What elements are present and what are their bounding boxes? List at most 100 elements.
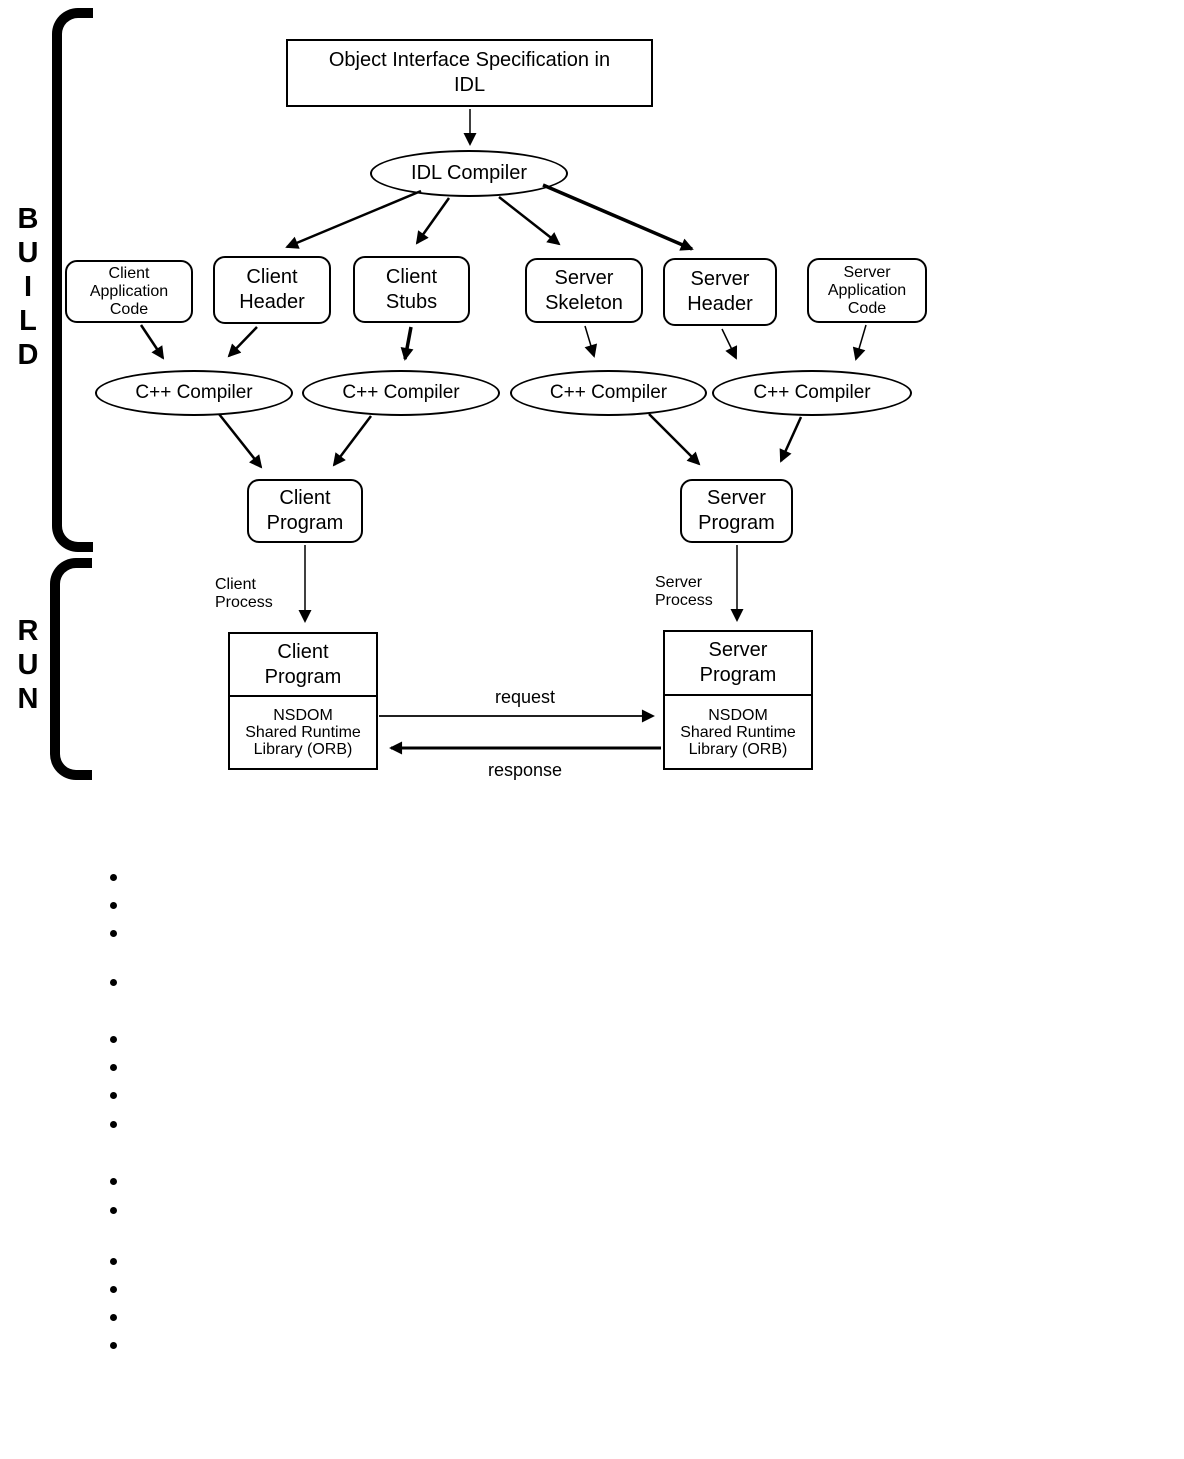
arrow-idl-to-server-header — [542, 183, 694, 251]
node-line: Server — [707, 487, 766, 509]
arrow-client-header-to-cpp1 — [227, 326, 258, 358]
arrow-server-skeleton-to-cpp3 — [584, 325, 598, 358]
client-runtime-title: Client Program — [230, 634, 376, 697]
bullet-dot — [110, 1207, 117, 1214]
node-line: Server — [554, 266, 614, 289]
server-process-label: Server Process — [655, 574, 713, 609]
label-line: Server — [655, 574, 703, 591]
idl-spec-line: IDL — [453, 74, 486, 96]
run-phase-bracket — [50, 558, 92, 780]
node-line: NSDOM — [708, 706, 768, 724]
node-line: Code — [109, 300, 149, 318]
cpp-compiler-ellipse-3: C++ Compiler — [510, 370, 707, 416]
node-line: Header — [687, 293, 753, 315]
label-line: Client — [215, 576, 256, 593]
server-runtime-box: Server Program NSDOM Shared Runtime Libr… — [663, 630, 813, 770]
client-header-box: Client Header — [213, 256, 331, 324]
server-application-code-box: Server Application Code — [807, 258, 927, 323]
client-program-build-box: Client Program — [247, 479, 363, 543]
node-line: Program — [698, 512, 775, 534]
arrow-cpp1-to-client-program — [218, 413, 263, 469]
bullet-dot — [110, 1064, 117, 1071]
node-line: Server — [690, 268, 750, 290]
node-line: Application — [827, 281, 907, 299]
node-line: Skeleton — [545, 291, 623, 314]
bullet-dot — [110, 1342, 117, 1349]
node-line: Server — [843, 263, 891, 281]
node-line: Code — [847, 299, 887, 317]
idl-compiler-ellipse: IDL Compiler — [370, 150, 568, 197]
server-program-build-box: Server Program — [680, 479, 793, 543]
bullet-dot — [110, 1314, 117, 1321]
run-letter: R — [17, 615, 39, 647]
bullet-dot — [110, 1286, 117, 1293]
server-orb-section: NSDOM Shared Runtime Library (ORB) — [665, 696, 811, 768]
node-line: Application — [89, 282, 169, 300]
arrow-cpp2-to-client-program — [332, 415, 372, 467]
bullet-dot — [110, 979, 117, 986]
build-letter: I — [23, 271, 33, 303]
cpp-compiler-ellipse-1: C++ Compiler — [95, 370, 293, 416]
idl-spec-box: Object Interface Specification in IDL — [286, 39, 653, 107]
arrow-idl-to-client-header — [285, 189, 422, 249]
cpp-compiler-ellipse-2: C++ Compiler — [302, 370, 500, 416]
node-line: Library (ORB) — [688, 740, 788, 758]
cpp-compiler-ellipse-4: C++ Compiler — [712, 370, 912, 416]
bullet-dot — [110, 1258, 117, 1265]
node-line: Client — [108, 264, 150, 282]
bullet-dot — [110, 902, 117, 909]
bullet-dot — [110, 1092, 117, 1099]
label-line: Process — [215, 593, 273, 611]
build-letter: L — [19, 305, 37, 337]
client-stubs-box: Client Stubs — [353, 256, 470, 323]
build-letter: U — [17, 237, 39, 269]
arrow-client-app-to-cpp1 — [139, 324, 165, 360]
arrow-client-stubs-to-cpp2 — [400, 326, 414, 361]
build-letter: B — [17, 203, 39, 235]
run-phase-label: R U N — [11, 614, 45, 716]
cpp-compiler-label: C++ Compiler — [135, 382, 253, 403]
node-line: Stubs — [385, 290, 438, 313]
node-line: Client — [385, 265, 438, 288]
node-line: Program — [264, 665, 342, 688]
client-orb-section: NSDOM Shared Runtime Library (ORB) — [230, 697, 376, 768]
build-phase-label: B U I L D — [11, 202, 45, 372]
cpp-compiler-label: C++ Compiler — [753, 382, 871, 403]
node-line: Client — [279, 487, 331, 509]
cpp-compiler-label: C++ Compiler — [549, 382, 668, 403]
arrow-server-app-to-cpp4 — [852, 324, 867, 361]
server-skeleton-box: Server Skeleton — [525, 258, 643, 323]
arrow-server-header-to-cpp4 — [721, 328, 738, 360]
client-application-code-box: Client Application Code — [65, 260, 193, 323]
cpp-compiler-label: C++ Compiler — [342, 382, 460, 403]
arrow-cpp3-to-server-program — [648, 413, 701, 466]
server-header-box: Server Header — [663, 258, 777, 326]
bullet-dot — [110, 1036, 117, 1043]
server-runtime-title: Server Program — [665, 632, 811, 696]
node-line: Library (ORB) — [253, 741, 353, 758]
node-line: Shared Runtime — [680, 723, 796, 741]
node-line: Server — [708, 639, 768, 661]
node-line: Shared Runtime — [245, 724, 361, 741]
run-letter: N — [17, 683, 39, 715]
node-line: Client — [277, 640, 329, 663]
node-line: Program — [266, 512, 344, 534]
label-line: Process — [655, 591, 713, 609]
idl-compiler-label: IDL Compiler — [411, 162, 527, 184]
node-line: Header — [239, 291, 305, 313]
build-phase-bracket — [52, 8, 93, 552]
request-label: request — [494, 687, 556, 707]
bullet-dot — [110, 1178, 117, 1185]
idl-spec-line: Object Interface Specification in — [328, 49, 611, 71]
node-line: Client — [246, 266, 298, 288]
build-letter: D — [17, 339, 39, 371]
client-process-label: Client Process — [215, 576, 273, 611]
arrow-idl-to-server-skeleton — [498, 196, 561, 246]
node-line: Program — [699, 664, 777, 686]
node-line: NSDOM — [273, 707, 333, 724]
run-letter: U — [17, 649, 39, 681]
bullet-dot — [110, 1121, 117, 1128]
response-label: response — [487, 760, 563, 780]
arrow-cpp4-to-server-program — [779, 416, 803, 463]
